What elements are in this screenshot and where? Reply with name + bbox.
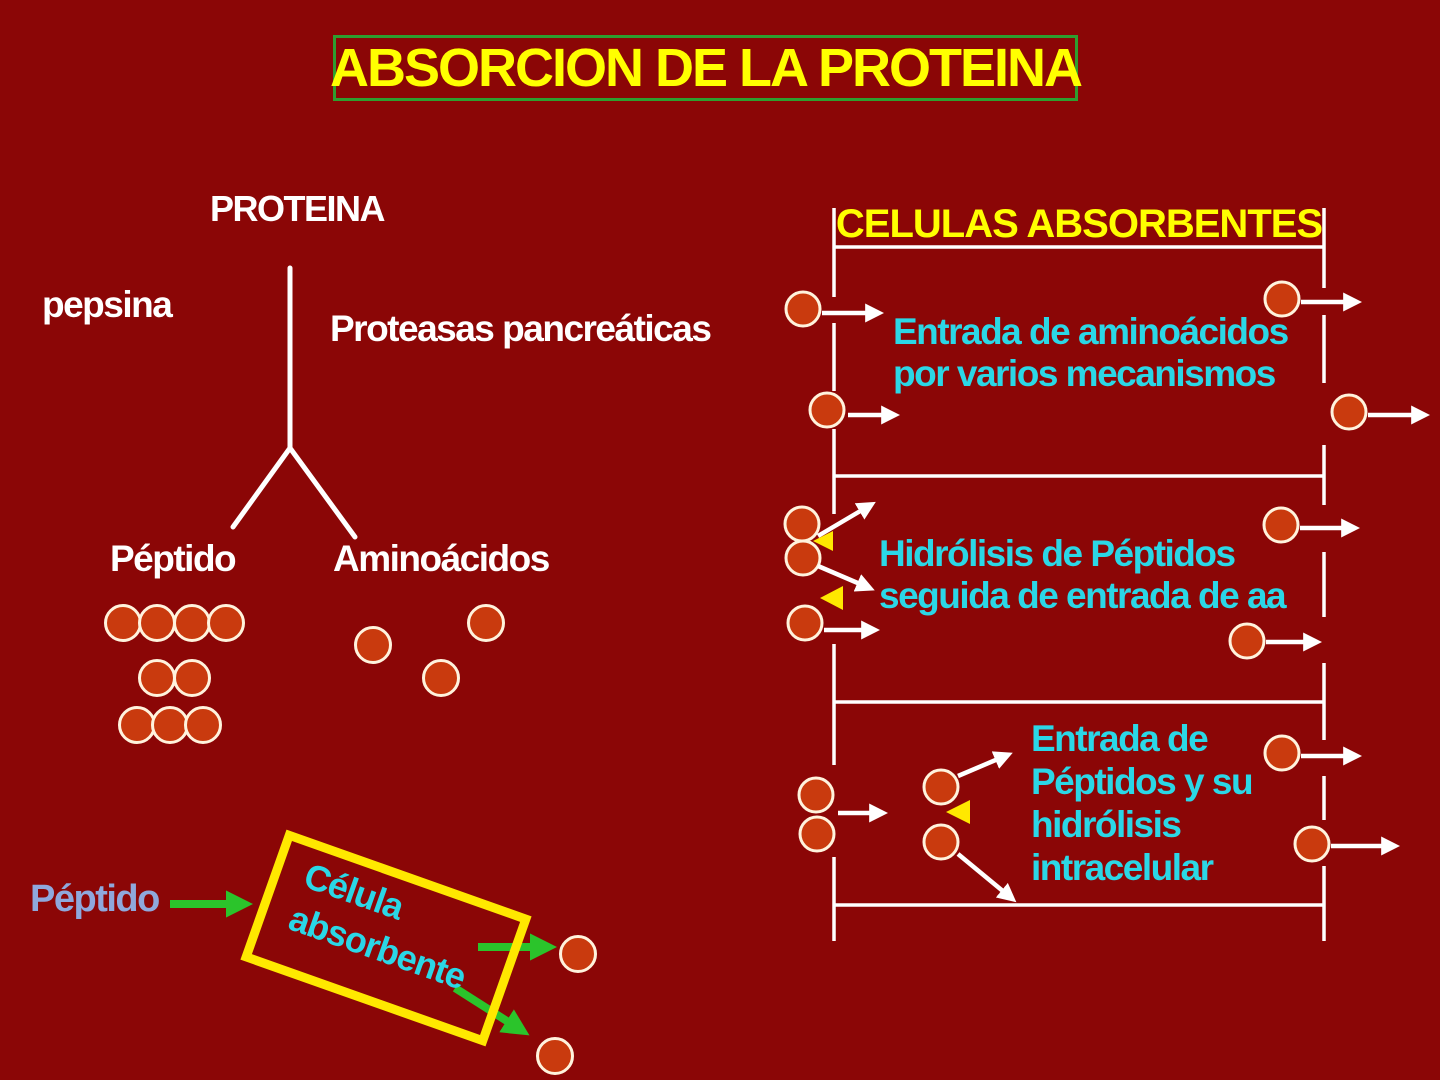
mechanism-line: Entrada de aminoácidos bbox=[893, 311, 1289, 352]
peptide-dot bbox=[797, 776, 835, 814]
mechanism-line: intracelular bbox=[1031, 847, 1214, 888]
peptide-dot bbox=[784, 539, 822, 577]
amino-acid-dot bbox=[354, 626, 392, 664]
peptide-dot bbox=[104, 604, 142, 642]
enzyme-triangles bbox=[813, 531, 843, 610]
absorbing-cells-header: CELULAS ABSORBENTES bbox=[835, 202, 1323, 246]
peptide-chain-dots bbox=[104, 604, 245, 744]
mechanism-line: Hidrólisis de Péptidos bbox=[879, 533, 1236, 574]
protein-label: PROTEINA bbox=[210, 188, 386, 229]
transport-triangle bbox=[820, 586, 843, 610]
amino-acid-dots bbox=[354, 604, 505, 697]
transport-triangle bbox=[946, 800, 970, 824]
peptide-dot bbox=[922, 768, 960, 806]
mechanism-line: por varios mecanismos bbox=[893, 353, 1276, 394]
peptide-dot bbox=[559, 935, 597, 973]
mechanism-line: hidrólisis bbox=[1031, 804, 1182, 845]
peptide-branch-label: Péptido bbox=[110, 538, 237, 579]
peptide-dot bbox=[184, 706, 222, 744]
amino-acid-dot bbox=[1330, 393, 1368, 431]
mechanism-text-peptide-entry: Entrada de Péptidos y su hidrólisis intr… bbox=[1031, 717, 1254, 889]
amino-acids-branch-label: Aminoácidos bbox=[333, 538, 550, 579]
amino-acid-dot bbox=[1293, 825, 1331, 863]
slide-title: ABSORCION DE LA PROTEINA bbox=[330, 35, 1083, 101]
amino-acid-dot bbox=[786, 604, 824, 642]
amino-acid-dot bbox=[422, 659, 460, 697]
amino-acid-dot bbox=[467, 604, 505, 642]
pepsin-label: pepsina bbox=[42, 284, 173, 325]
peptide-dot bbox=[151, 706, 189, 744]
peptide-dot bbox=[118, 706, 156, 744]
peptide-dot bbox=[138, 604, 176, 642]
mechanism-line: seguida de entrada de aa bbox=[879, 575, 1287, 616]
amino-acid-dot bbox=[784, 290, 822, 328]
peptide-dot bbox=[783, 505, 821, 543]
mechanism-line: Péptidos y su bbox=[1031, 761, 1254, 802]
amino-acid-dot bbox=[1228, 622, 1266, 660]
peptide-dot bbox=[173, 604, 211, 642]
peptide-dot bbox=[536, 1037, 574, 1075]
mechanism-text-peptide-hydrolysis: Hidrólisis de Péptidos seguida de entrad… bbox=[879, 533, 1287, 617]
absorbing-cell-box: Célula absorbente bbox=[240, 829, 532, 1047]
enzyme-triangles bbox=[946, 800, 970, 824]
mechanism-line: Entrada de bbox=[1031, 718, 1209, 759]
transport-triangle bbox=[813, 531, 833, 551]
amino-acid-dot bbox=[1263, 734, 1301, 772]
pancreatic-proteases-label: Proteasas pancreáticas bbox=[330, 308, 712, 349]
mechanism-text-amino-entry: Entrada de aminoácidos por varios mecani… bbox=[893, 311, 1289, 395]
peptide-dot bbox=[138, 659, 176, 697]
peptide-dot bbox=[922, 823, 960, 861]
peptide-dot bbox=[173, 659, 211, 697]
amino-acid-dot bbox=[808, 391, 846, 429]
peptide-entry-label: Péptido bbox=[30, 878, 160, 920]
peptide-dot bbox=[798, 815, 836, 853]
peptide-dot bbox=[207, 604, 245, 642]
